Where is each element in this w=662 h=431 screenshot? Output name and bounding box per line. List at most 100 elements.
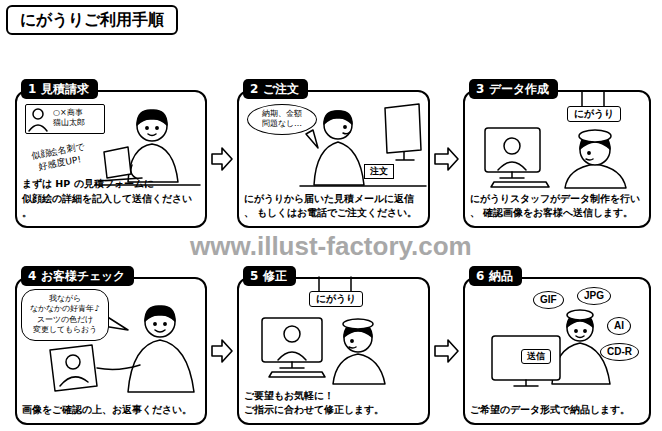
bubble-text: 納期、金額 問題なし… — [253, 109, 311, 130]
step3-illustration — [485, 92, 626, 188]
portrait-head — [66, 355, 80, 369]
man-mouth — [343, 132, 350, 134]
man-head — [324, 111, 352, 139]
format-badge: GIF — [533, 291, 564, 309]
flow-arrow — [435, 148, 458, 170]
man-arm — [97, 365, 140, 369]
screen-face — [284, 326, 300, 342]
step2-illustration — [300, 104, 426, 186]
card-portrait-head — [33, 109, 43, 119]
staff-body — [565, 164, 626, 188]
staff-mouth — [576, 336, 584, 338]
laptop-screen — [104, 147, 131, 178]
sign-text: にがうり — [316, 293, 356, 305]
step-heading: 3 データ作成 — [469, 79, 558, 99]
bubble-text: 我ながら なかなかの好青年♪ スーツの色だけ 変更してもらおう — [27, 294, 103, 336]
staff-body — [333, 354, 385, 384]
business-card: ○×商事 猫山太郎 — [25, 104, 105, 134]
step-caption: 画像をご確認の上、お返事ください。 — [22, 403, 200, 417]
watermark: www.illust-factory.com — [190, 232, 472, 262]
card-text: ○×商事 猫山太郎 — [53, 108, 101, 129]
step-heading: 2 ご注文 — [243, 79, 308, 99]
flow-arrow — [435, 340, 458, 362]
shop-sign: にがうり — [309, 291, 363, 307]
keyboard — [269, 372, 325, 377]
step-panel: 6 納品ご希望のデータ形式で納品します。GIFJPGAI送信CD-R — [463, 277, 651, 425]
page-title: にがうりご利用手順 — [6, 5, 178, 35]
step-heading: 6 納品 — [469, 266, 522, 286]
step-heading: 1 見積請求 — [21, 79, 98, 99]
screen-body — [498, 162, 526, 170]
shop-sign: にがうり — [567, 106, 621, 122]
step-caption: にがうりから届いた見積メールに返信、 もしくはお電話でご注文ください。 — [244, 192, 423, 221]
monitor-stand — [280, 362, 304, 368]
format-text: AI — [614, 320, 624, 332]
man-mouth — [155, 330, 165, 332]
format-badge: CD-R — [600, 343, 639, 361]
monitor — [385, 104, 421, 153]
screen-face — [504, 138, 520, 154]
man-hair — [324, 111, 352, 124]
man-eye — [344, 126, 346, 128]
format-text: JPG — [584, 290, 604, 302]
order-slip: 注文 — [364, 164, 394, 179]
bubble-tail — [306, 130, 318, 148]
monitor-stand — [396, 152, 414, 160]
step-caption: まずは HP の見積フォームに 似顔絵の詳細を記入して送信ください。 — [22, 177, 200, 220]
staff-beret — [579, 130, 611, 142]
sign-text: にがうり — [574, 108, 614, 120]
man-arm — [131, 165, 138, 179]
screen-body — [278, 352, 306, 360]
format-text: GIF — [540, 294, 557, 306]
portrait-frame — [50, 345, 97, 391]
man-eye — [154, 323, 156, 325]
step-panel: 5 修正ご要望もお気軽に！ ご指示に合わせて修正します。にがうり — [237, 277, 430, 425]
staff-beret — [567, 310, 593, 320]
step-panel: 2 ご注文にがうりから届いた見積メールに返信、 もしくはお電話でご注文ください。… — [237, 90, 430, 228]
format-badge: JPG — [577, 287, 611, 305]
step-panel: 4 お客様チェック画像をご確認の上、お返事ください。我ながら なかなかの好青年♪… — [15, 277, 207, 425]
staff-eye — [584, 330, 586, 332]
staff-beret — [343, 319, 373, 329]
staff-eye — [588, 152, 590, 154]
man-eye — [164, 323, 166, 325]
staff-eye — [575, 330, 577, 332]
step5-illustration — [262, 277, 385, 384]
staff-mouth — [586, 159, 593, 160]
sign-wires — [582, 92, 604, 106]
step-heading: 4 お客様チェック — [21, 266, 134, 286]
monitor-stand — [514, 380, 538, 386]
desk — [300, 185, 426, 187]
man-hair — [145, 306, 175, 321]
step-caption: ご要望もお気軽に！ ご指示に合わせて修正します。 — [244, 389, 423, 418]
format-badge: AI — [607, 317, 631, 335]
sign-wires — [319, 277, 351, 291]
monitor — [262, 318, 322, 362]
portrait-body — [60, 377, 88, 386]
keyboard — [491, 182, 549, 187]
flow-arrow — [212, 340, 232, 362]
handwritten-note: 似顔絵名刺で 好感度UP! — [21, 140, 98, 176]
man-hair — [137, 110, 167, 125]
staff-eye — [351, 340, 353, 342]
card-portrait-body — [29, 125, 47, 131]
send-button: 送信 — [521, 349, 551, 364]
step-caption: にがうりスタッフがデータ制作を行い、 確認画像をお客様へ送信します。 — [470, 192, 644, 221]
step6-illustration — [492, 310, 610, 386]
slip-text: 注文 — [370, 166, 388, 177]
man-mouth — [148, 134, 156, 136]
step-caption: ご希望のデータ形式で納品します。 — [470, 403, 644, 417]
man-eye — [146, 127, 148, 129]
speech-bubble: 我ながら なかなかの好青年♪ スーツの色だけ 変更してもらおう — [21, 289, 109, 341]
monitor — [492, 336, 560, 380]
step-panel: 3 データ作成にがうりスタッフがデータ制作を行い、 確認画像をお客様へ送信します… — [463, 90, 651, 228]
man-body — [128, 144, 178, 182]
step-heading: 5 修正 — [243, 266, 296, 286]
speech-bubble: 納期、金額 問題なし… — [247, 104, 317, 135]
flow-arrow — [212, 148, 232, 170]
monitor — [485, 128, 540, 172]
man-eye — [156, 127, 158, 129]
